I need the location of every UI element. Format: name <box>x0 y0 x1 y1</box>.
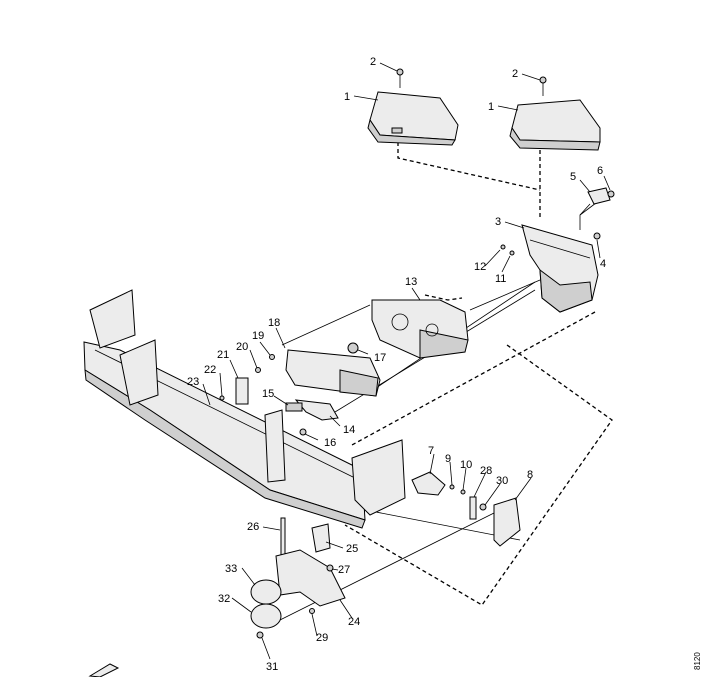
callout-20: 20 <box>236 341 248 353</box>
callout-7: 7 <box>428 445 434 457</box>
direction-arrow <box>88 663 120 677</box>
part-19 <box>269 354 275 360</box>
screw-29 <box>309 608 315 614</box>
callout-3: 3 <box>495 216 501 228</box>
cover-8 <box>493 497 521 547</box>
trim-14 <box>294 399 339 421</box>
callout-30: 30 <box>496 475 508 487</box>
callout-10: 10 <box>460 459 472 471</box>
callout-32: 32 <box>218 593 230 605</box>
callout-24: 24 <box>348 616 360 628</box>
bracket-3 <box>521 224 599 313</box>
headlamp-13 <box>371 299 469 359</box>
callout-13: 13 <box>405 276 417 288</box>
strip-28 <box>469 496 477 520</box>
lamp-18 <box>285 349 381 397</box>
clip-9 <box>449 484 455 490</box>
bracket-5 <box>579 187 611 230</box>
assembly-dashed-lines <box>344 142 613 606</box>
fog-lamp-33 <box>250 579 282 605</box>
callout-8: 8 <box>527 469 533 481</box>
callout-1-left: 1 <box>344 91 350 103</box>
callout-27: 27 <box>338 564 350 576</box>
callout-labels: 2 1 2 1 3 4 5 6 7 8 9 10 11 12 13 14 15 … <box>187 56 606 673</box>
cover-right <box>509 99 601 151</box>
callout-6: 6 <box>597 165 603 177</box>
callout-18: 18 <box>268 317 280 329</box>
screw-20 <box>255 367 261 373</box>
screw-4 <box>593 232 601 240</box>
callout-23: 23 <box>187 376 199 388</box>
reflector-21 <box>235 377 249 405</box>
callout-28: 28 <box>480 465 492 477</box>
callout-31: 31 <box>266 661 278 673</box>
bracket-25 <box>311 523 331 553</box>
callout-33: 33 <box>225 563 237 575</box>
callout-19: 19 <box>252 330 264 342</box>
clip-11 <box>509 250 515 256</box>
clip-10 <box>460 489 466 495</box>
screw-16 <box>299 428 307 436</box>
leader-lines <box>202 62 611 660</box>
callout-22: 22 <box>204 364 216 376</box>
callout-25: 25 <box>346 543 358 555</box>
screw-27 <box>326 564 334 572</box>
nut-6 <box>607 190 615 198</box>
bracket-24 <box>275 549 346 607</box>
callout-5: 5 <box>570 171 576 183</box>
callout-29: 29 <box>316 632 328 644</box>
clip-12 <box>500 244 506 250</box>
callout-9: 9 <box>445 453 451 465</box>
callout-16: 16 <box>324 437 336 449</box>
callout-17: 17 <box>374 352 386 364</box>
cover-left <box>367 91 459 146</box>
callout-12: 12 <box>474 261 486 273</box>
callout-26: 26 <box>247 521 259 533</box>
side-bracket <box>351 439 406 516</box>
fog-lamp-32 <box>250 603 282 629</box>
callout-4: 4 <box>600 258 606 270</box>
callout-2-left: 2 <box>370 56 376 68</box>
screw-31 <box>256 631 264 639</box>
clip-15 <box>285 402 303 412</box>
callout-21: 21 <box>217 349 229 361</box>
screw-30 <box>479 503 487 511</box>
bumper-beam <box>83 289 366 529</box>
reference-number: 8120 <box>693 652 702 670</box>
callout-14: 14 <box>343 424 355 436</box>
callout-2-right: 2 <box>512 68 518 80</box>
screw-2-right <box>539 76 547 96</box>
screw-2-left <box>396 68 404 88</box>
bracket-7 <box>411 471 446 496</box>
callout-15: 15 <box>262 388 274 400</box>
callout-1-right: 1 <box>488 101 494 113</box>
callout-11: 11 <box>495 273 506 285</box>
bulb-17 <box>347 342 359 354</box>
